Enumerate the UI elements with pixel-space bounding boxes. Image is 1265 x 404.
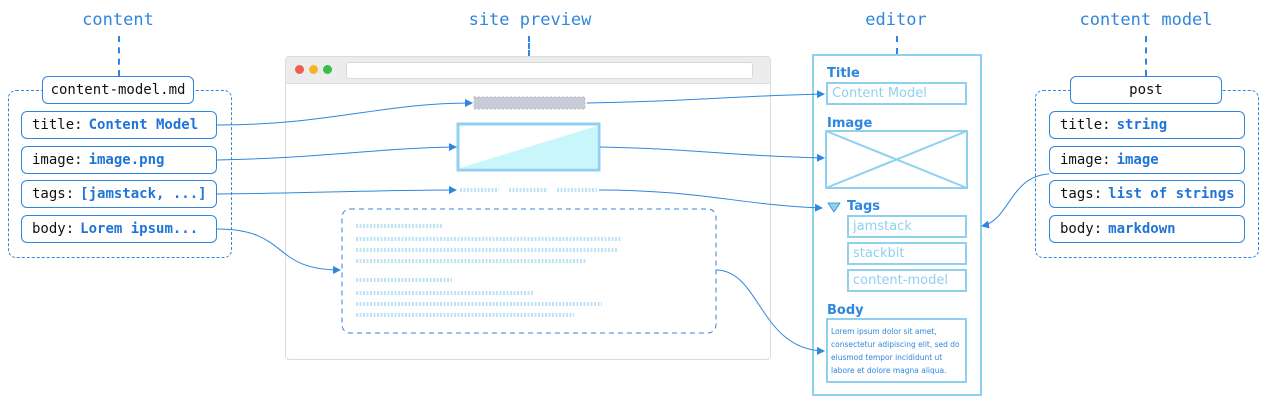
model-name-text: post <box>1129 82 1163 98</box>
model-field-key: title: <box>1060 117 1111 133</box>
preview-body-lines <box>356 224 622 317</box>
preview-title-placeholder <box>473 96 586 110</box>
content-field-key: image: <box>32 152 83 168</box>
header-content-model: content model <box>1079 10 1213 30</box>
content-field-key: title: <box>32 117 83 133</box>
model-name-box: post <box>1070 76 1222 104</box>
editor-tags-label: Tags <box>847 199 881 214</box>
model-field-type: markdown <box>1108 221 1176 237</box>
model-field-body: body: markdown <box>1049 215 1245 243</box>
connector-title-to-preview <box>216 99 473 126</box>
browser-toolbar <box>286 57 770 84</box>
editor-tag-item: content-model <box>847 269 967 292</box>
content-field-value: [jamstack, ...] <box>80 186 207 202</box>
model-field-key: tags: <box>1060 186 1103 202</box>
content-field-key: body: <box>32 221 75 237</box>
connector-preview-tags-to-editor <box>598 189 823 212</box>
editor-tag-item: jamstack <box>847 215 967 238</box>
stem-content <box>118 36 120 76</box>
model-field-image: image: image <box>1049 146 1245 174</box>
connector-preview-title-to-editor <box>586 90 825 104</box>
model-field-type: image <box>1116 152 1159 168</box>
content-field-title: title: Content Model <box>21 111 217 139</box>
editor-image-label: Image <box>827 116 873 131</box>
editor-body-text: Lorem ipsum dolor sit amet, consectetur … <box>831 327 960 375</box>
header-content: content <box>82 10 154 30</box>
editor-title-field: Content Model <box>826 82 967 105</box>
content-field-key: tags: <box>32 186 75 202</box>
triangle-down-icon <box>827 202 841 213</box>
connector-body-to-preview <box>216 228 341 274</box>
stem-editor <box>896 36 898 54</box>
maximize-dot-icon <box>323 65 332 74</box>
model-field-type: list of strings <box>1108 186 1235 202</box>
content-field-value: Lorem ipsum... <box>80 221 199 237</box>
connector-tags-to-preview <box>216 186 457 195</box>
editor-tag-text: jamstack <box>853 219 912 234</box>
preview-body-frame <box>341 208 717 334</box>
editor-tag-text: content-model <box>853 273 948 288</box>
content-filename-text: content-model.md <box>50 82 186 98</box>
content-field-body: body: Lorem ipsum... <box>21 215 217 243</box>
stem-content-model <box>1145 36 1147 76</box>
header-editor: editor <box>865 10 927 30</box>
address-bar <box>346 62 753 79</box>
model-field-key: body: <box>1060 221 1103 237</box>
content-filename: content-model.md <box>42 76 194 104</box>
editor-tag-item: stackbit <box>847 242 967 265</box>
connector-preview-image-to-editor <box>599 146 825 162</box>
model-field-tags: tags: list of strings <box>1049 180 1245 208</box>
editor-tag-text: stackbit <box>853 246 905 261</box>
model-field-title: title: string <box>1049 111 1245 139</box>
stem-site-preview <box>528 36 530 56</box>
model-field-type: string <box>1116 117 1168 133</box>
editor-body-label: Body <box>827 303 864 318</box>
content-field-tags: tags: [jamstack, ...] <box>21 180 217 208</box>
content-field-image: image: image.png <box>21 146 217 174</box>
editor-title-value: Content Model <box>832 86 927 101</box>
minimize-dot-icon <box>309 65 318 74</box>
editor-image-placeholder <box>825 130 968 189</box>
editor-title-label: Title <box>827 66 860 81</box>
model-field-key: image: <box>1060 152 1111 168</box>
editor-body-field: Lorem ipsum dolor sit amet, consectetur … <box>826 318 967 383</box>
preview-image-fill <box>460 126 597 168</box>
content-field-value: Content Model <box>88 117 199 133</box>
header-site-preview: site preview <box>468 10 592 30</box>
content-field-value: image.png <box>88 152 165 168</box>
connector-image-to-preview <box>216 143 457 161</box>
connector-preview-body-to-editor <box>715 269 825 355</box>
close-dot-icon <box>295 65 304 74</box>
connector-model-to-editor <box>981 173 1050 229</box>
editor-panel <box>812 54 982 396</box>
